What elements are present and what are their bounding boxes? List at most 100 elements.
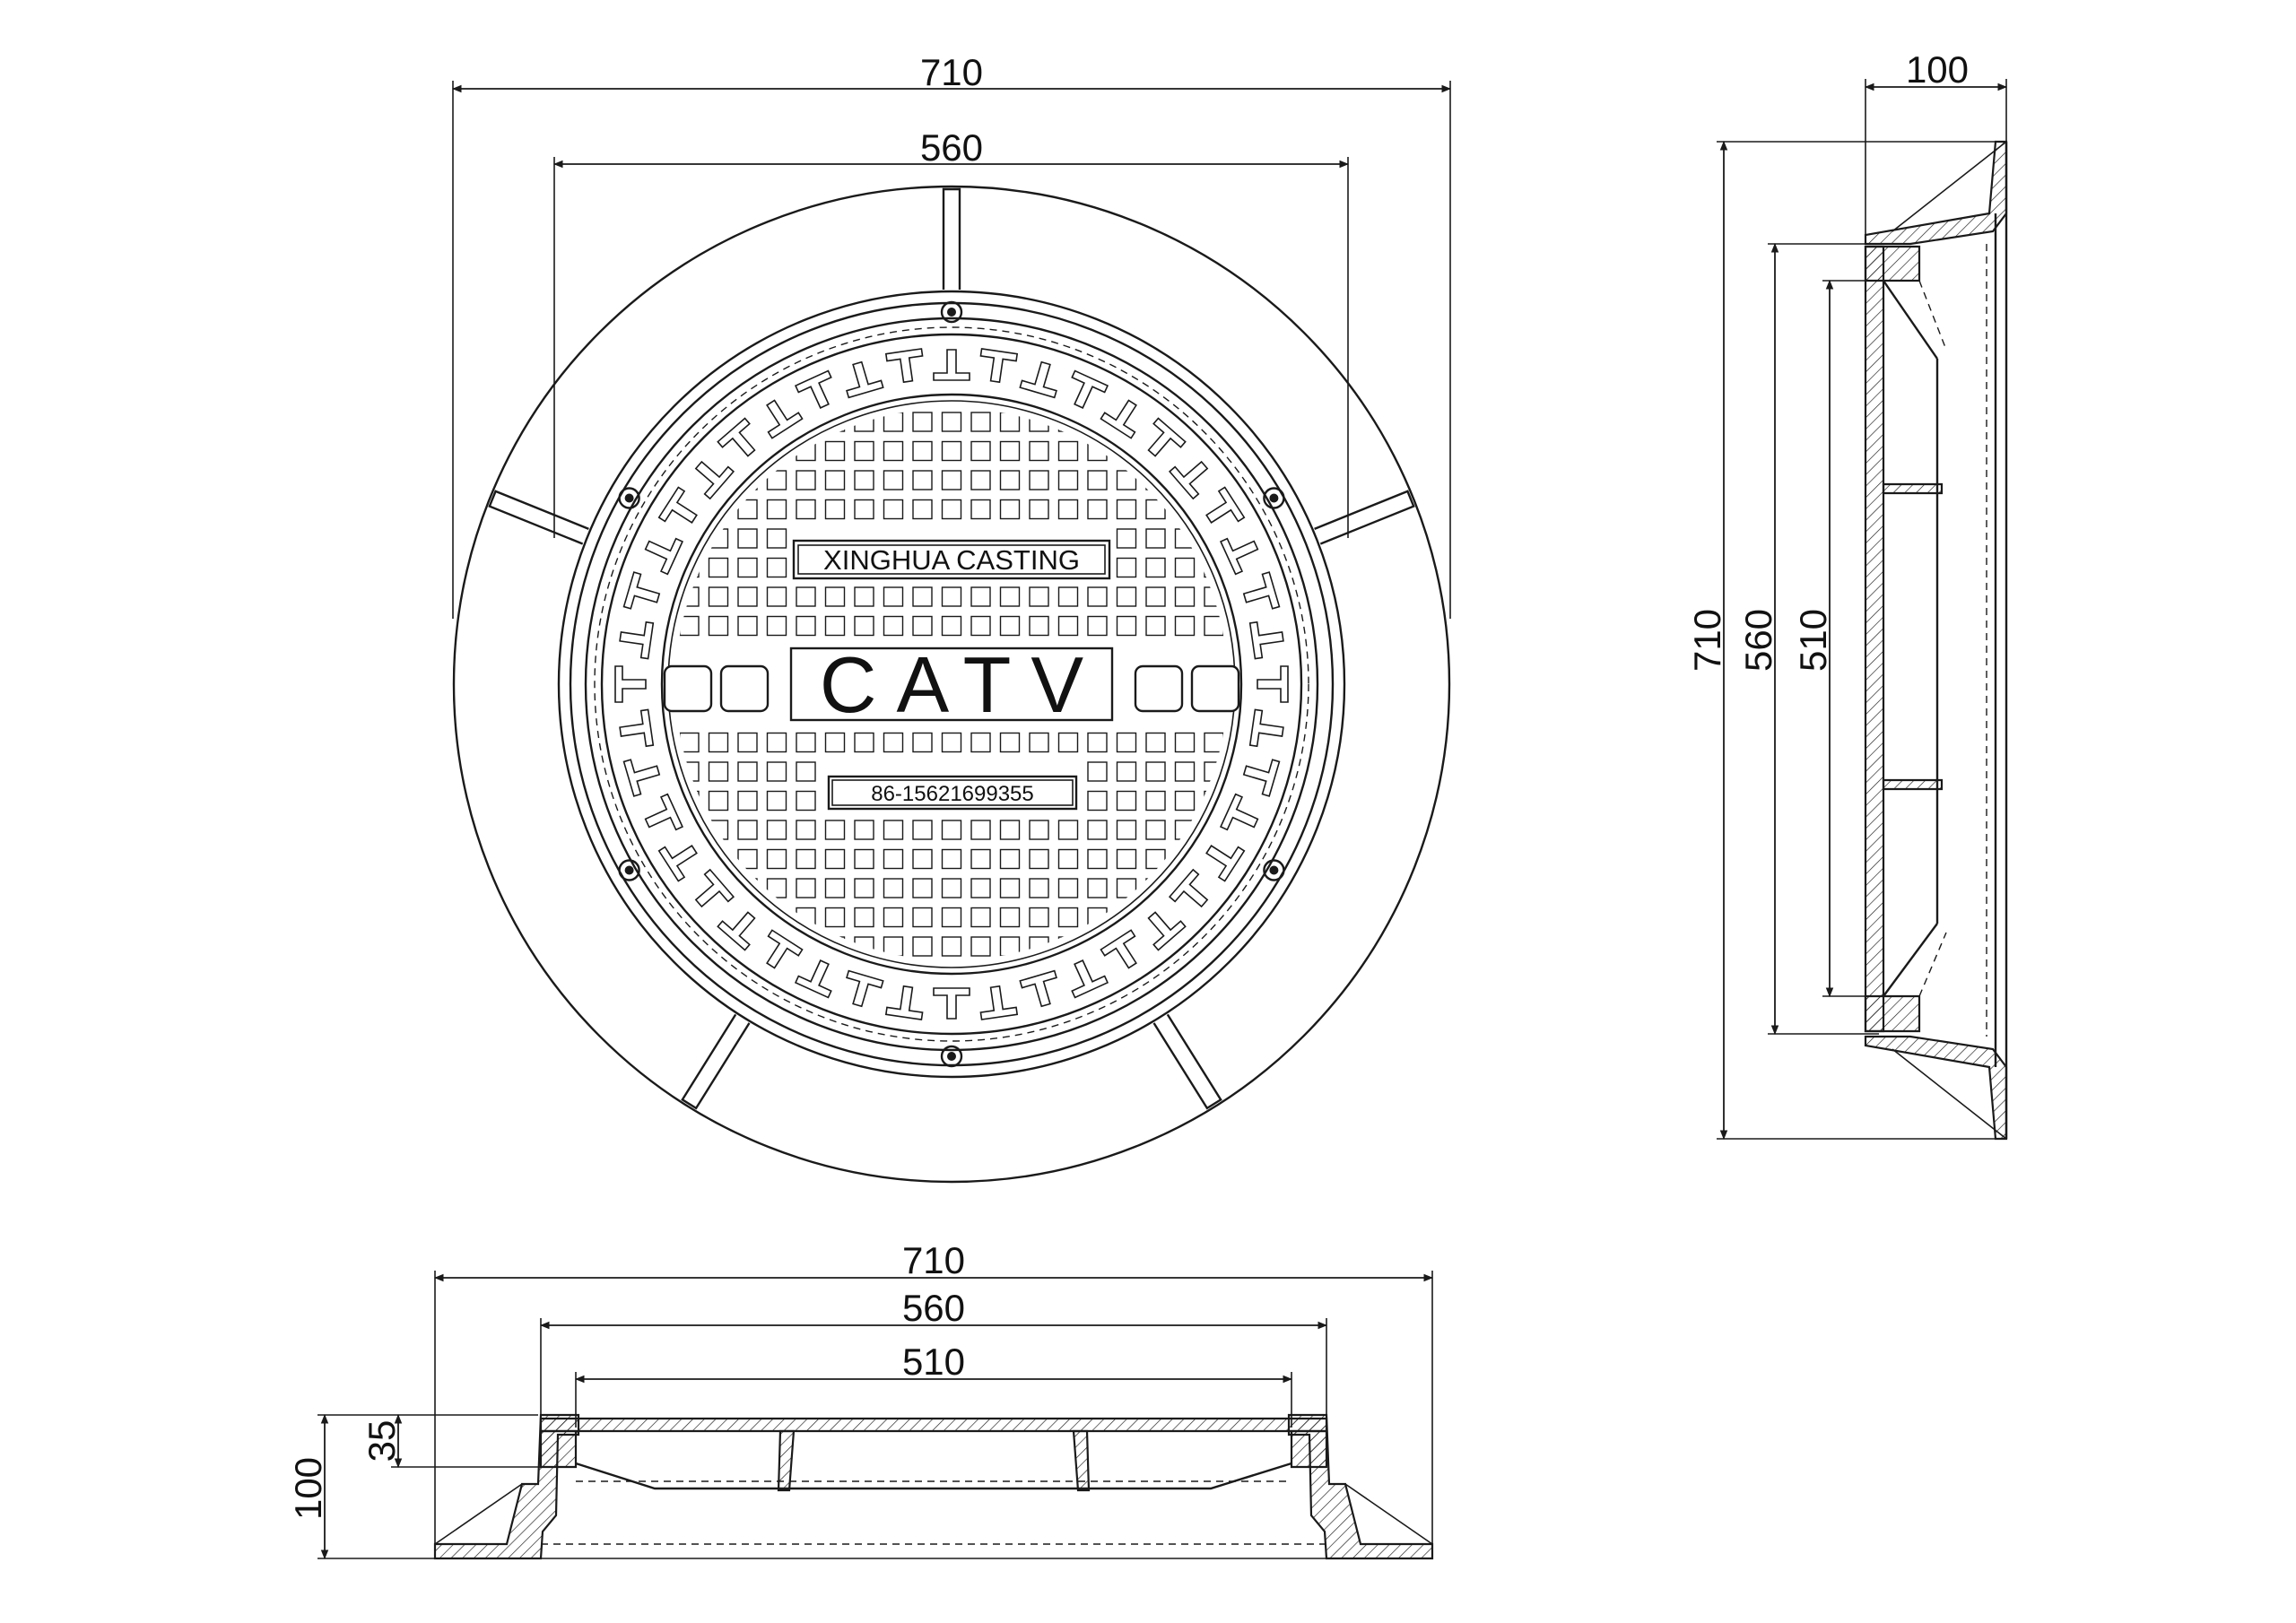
- grid-square: [883, 412, 904, 432]
- grid-square: [824, 848, 846, 870]
- grid-square: [824, 907, 846, 928]
- grid-square: [796, 820, 816, 840]
- grid-square: [912, 412, 933, 432]
- bolt: [940, 1045, 963, 1068]
- grid-square: [941, 820, 962, 840]
- grid-square: [796, 384, 815, 403]
- bolt: [1263, 859, 1285, 881]
- grid-square: [1204, 732, 1224, 753]
- grid-square: [1174, 790, 1196, 812]
- grid-square: [941, 615, 962, 637]
- grid-square: [1116, 615, 1137, 637]
- grid-square: [1176, 384, 1195, 403]
- flange-rib: [488, 490, 589, 545]
- grid-square: [883, 499, 904, 520]
- flange-rib: [1152, 1013, 1222, 1110]
- plan-dim-560-label: 560: [920, 126, 983, 169]
- grid-square: [999, 732, 1021, 753]
- grid-square: [1234, 820, 1253, 839]
- flange-ribs: [488, 187, 1415, 1110]
- grid-square: [1234, 384, 1253, 403]
- grid-square: [1204, 820, 1224, 840]
- grid-square: [1116, 499, 1137, 520]
- grid-square: [1057, 907, 1079, 928]
- grid-square: [766, 586, 787, 607]
- grid-square: [999, 936, 1021, 957]
- plan-view: 710 560 XINGHUA CASTING: [451, 51, 1452, 1184]
- plan-dim-560: 560: [552, 126, 1350, 538]
- key-motif: [614, 665, 647, 703]
- key-motif: [766, 929, 804, 969]
- grid-square: [1087, 761, 1108, 782]
- key-motif: [1205, 845, 1246, 882]
- grid-square: [1057, 440, 1079, 462]
- grid-square: [737, 790, 758, 812]
- grid-square: [1234, 442, 1253, 461]
- key-motif: [794, 369, 832, 409]
- grid-square: [883, 586, 904, 607]
- side-dim-710-label: 710: [1686, 609, 1728, 672]
- grid-square: [999, 907, 1021, 928]
- bolt-center: [624, 493, 634, 503]
- grid-square: [1057, 848, 1079, 870]
- plan-dim-710-label: 710: [920, 51, 983, 93]
- logo-plate: XINGHUA CASTING: [792, 539, 1111, 580]
- grid-square: [1174, 557, 1196, 578]
- grid-square: [651, 967, 670, 985]
- grid-square: [854, 470, 874, 490]
- key-motif: [1019, 969, 1057, 1008]
- grid-square: [912, 470, 933, 490]
- grid-square: [1145, 615, 1166, 637]
- grid-square: [1087, 470, 1108, 490]
- grid-square: [679, 470, 700, 490]
- grid-square: [1087, 790, 1108, 812]
- frame-outer-circle: [557, 290, 1346, 1079]
- grid-square: [970, 440, 991, 462]
- grid-square: [1145, 820, 1166, 840]
- grid-square: [1174, 586, 1196, 607]
- grid-square: [651, 587, 670, 606]
- grid-square: [941, 412, 962, 432]
- grid-square: [824, 615, 846, 637]
- grid-square: [737, 848, 758, 870]
- grid-square: [1116, 470, 1137, 490]
- key-motif: [1242, 571, 1281, 610]
- pattern-ring-inner: [660, 393, 1243, 976]
- side-dim-510-label: 510: [1792, 609, 1834, 672]
- flange-rib: [942, 187, 961, 290]
- grid-square: [913, 967, 932, 985]
- grid-square: [970, 470, 991, 490]
- grid-square: [1116, 820, 1137, 840]
- grid-square: [999, 848, 1021, 870]
- grid-square: [1029, 878, 1049, 898]
- cover-dashed-circle: [594, 326, 1309, 1042]
- grid-square: [854, 499, 874, 520]
- key-motif: [657, 486, 698, 524]
- grid-square: [796, 732, 816, 753]
- section-dim-710-label: 710: [902, 1239, 965, 1281]
- key-motif: [644, 537, 684, 576]
- bolt: [1263, 487, 1285, 509]
- grid-square: [1116, 732, 1137, 753]
- grid-square: [1145, 790, 1166, 812]
- grid-square: [912, 615, 933, 637]
- grid-square: [912, 820, 933, 840]
- phone-plate: 86-15621699355: [827, 775, 1078, 811]
- plan-dim-710: 710: [451, 51, 1452, 619]
- grid-square: [912, 499, 933, 520]
- grid-square: [883, 848, 904, 870]
- key-motif: [846, 360, 884, 399]
- grid-square: [1029, 470, 1049, 490]
- pattern-ring-outer: [600, 333, 1303, 1036]
- section-dim-35-label: 35: [361, 1420, 403, 1462]
- grid-square: [796, 615, 816, 637]
- grid-square: [1087, 732, 1108, 753]
- key-motif: [1168, 868, 1209, 908]
- grid-square: [971, 384, 990, 403]
- grid-square: [1029, 586, 1049, 607]
- grid-square: [999, 878, 1021, 898]
- grid-square: [970, 732, 991, 753]
- title-plate: CATV: [663, 640, 1240, 729]
- cover-bolts: [618, 300, 1285, 1068]
- grid-square: [854, 732, 874, 753]
